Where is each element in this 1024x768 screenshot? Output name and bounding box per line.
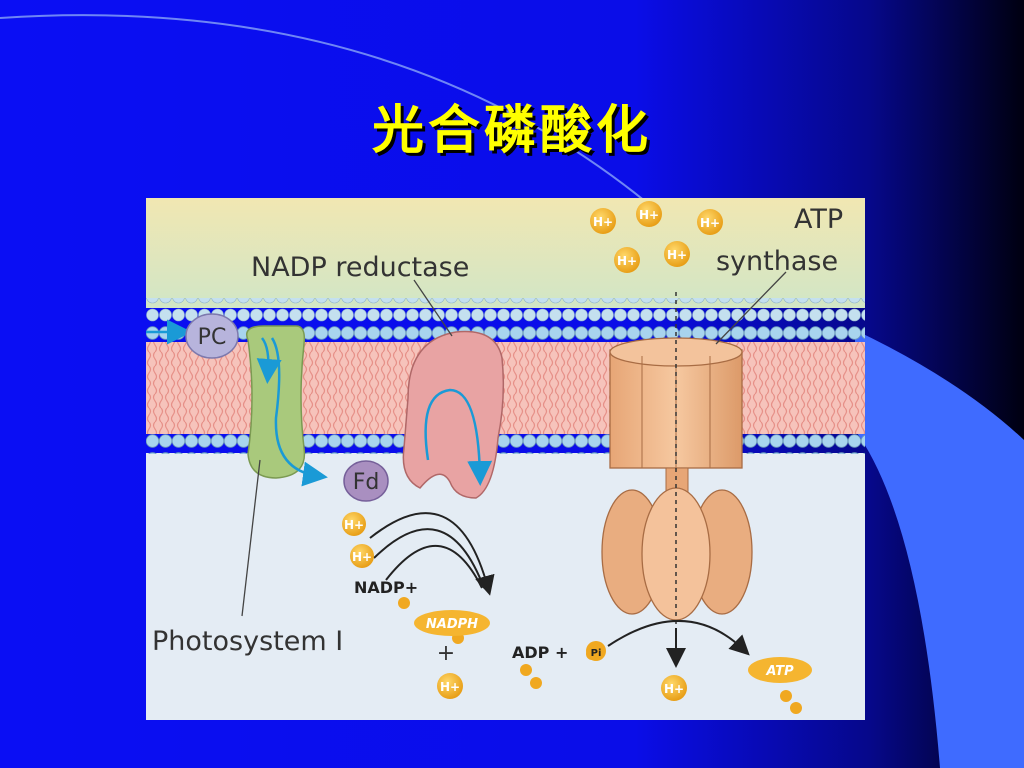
proton-ion: H+ [664,241,690,267]
photosystem-i-complex [146,319,328,487]
svg-text:H+: H+ [639,208,659,222]
atp-synthase-label-line1: ATP [794,204,843,235]
pi-label: Pi [591,648,602,659]
proton-ion: H+ [342,512,366,536]
leader-lines [241,271,787,617]
svg-text:H+: H+ [440,680,460,694]
proton-h-plus-group: H+ H+ H+ H+ H+ H+ H+ H+ H+ [342,201,723,701]
nadph-label: NADPH [426,617,478,632]
svg-text:H+: H+ [352,550,372,564]
proton-ion: H+ [590,208,616,234]
reaction-arrows [369,512,750,668]
decorative-swoosh [855,330,1024,768]
atp-synthase-label-line2: synthase [716,246,838,277]
proton-ion: H+ [697,209,723,235]
svg-text:H+: H+ [667,248,687,262]
decorative-arc [0,14,691,241]
photosystem-i-label: Photosystem I [152,626,343,657]
svg-text:H+: H+ [617,254,637,268]
stroma-region [146,453,865,720]
nadp-plus-label: NADP+ [354,578,418,597]
proton-ion: H+ [614,247,640,273]
pc-label: PC [198,325,227,350]
proton-ion: H+ [350,544,374,568]
atp-label: ATP [765,664,794,679]
fd-label: Fd [353,470,380,495]
nadp-reductase-label: NADP reductase [251,252,469,283]
svg-text:H+: H+ [664,682,684,696]
plastocyanin-pc: PC [185,313,239,359]
ferredoxin-fd: Fd [343,460,389,502]
adp-plus-label: ADP + [512,643,568,662]
svg-text:H+: H+ [700,216,720,230]
pi-badge: Pi [586,641,606,661]
atp-synthase-complex [601,292,753,630]
atp-product-badge: ATP [748,657,812,683]
nadph-product-badge: NADPH [414,610,490,636]
lumen-region [146,198,865,308]
slide-title: 光合磷酸化 [371,100,652,161]
proton-ion: H+ [661,675,687,701]
svg-text:H+: H+ [593,215,613,229]
nadp-reductase-complex [402,330,505,499]
proton-ion: H+ [636,201,662,227]
photophosphorylation-diagram: PC Fd [146,198,865,720]
proton-ion: H+ [437,673,463,699]
plus-sign: + [437,641,455,666]
svg-text:H+: H+ [344,518,364,532]
